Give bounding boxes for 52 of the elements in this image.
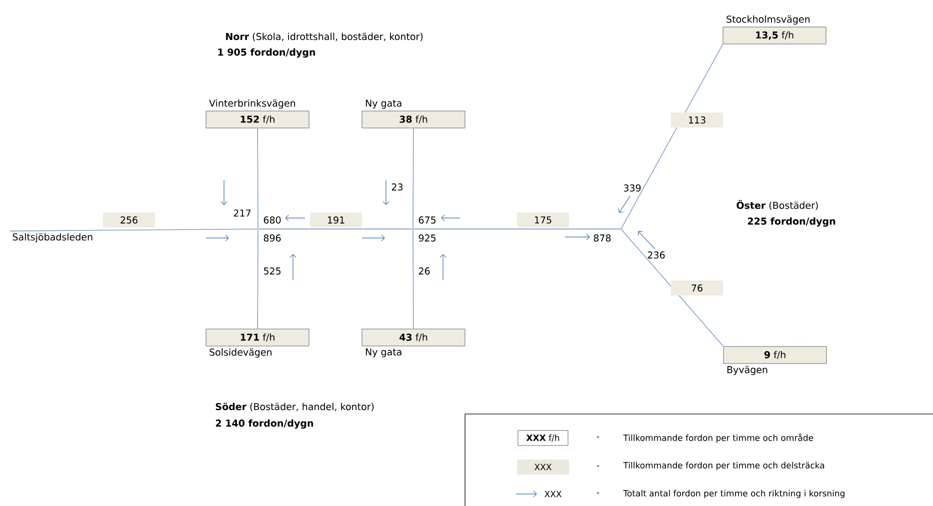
traffic-total: 1 905 fordon/dygn (218, 48, 315, 58)
legend-text: Tillkommande fordon per timme och delsträcka (623, 462, 824, 470)
flow-number: 236 (648, 251, 665, 259)
edge-label: 256 (103, 212, 155, 228)
flow-number: 675 (418, 216, 436, 224)
area-box: 171 f/h (206, 328, 310, 346)
edge-label: 175 (517, 212, 569, 228)
road-line (621, 229, 724, 347)
road-line (257, 128, 258, 228)
road-line (257, 230, 258, 330)
area-heading: Öster (Bostäder) (736, 200, 818, 210)
legend-text: Totalt antal fordon per timme och riktning i korsning (623, 490, 844, 498)
legend-symbol: - (596, 492, 600, 494)
legend-sample: XXX f/h (518, 430, 568, 446)
legend-text: Tillkommande fordon per timme och område (623, 433, 814, 443)
edge-label: 76 (671, 280, 723, 296)
flow-number: 925 (418, 234, 436, 242)
road-name: Ny gata (366, 100, 402, 109)
flow-number: 339 (624, 184, 641, 192)
road-name: Vinterbrinksvägen (209, 99, 296, 109)
area-box: 152 f/h (206, 110, 310, 128)
flow-number: 896 (264, 234, 281, 242)
edge-label: 113 (671, 112, 723, 128)
legend-symbol: - (596, 436, 600, 438)
area-box: 13,5 f/h (722, 26, 826, 44)
flow-number: 878 (594, 234, 611, 242)
area-heading: Söder (Bostäder, handel, kontor) (216, 402, 374, 412)
flow-number: 23 (392, 183, 403, 191)
edge-label: 191 (310, 212, 362, 228)
area-box: 9 f/h (723, 346, 827, 364)
road-name: Stockholmsvägen (726, 15, 810, 25)
flow-number: 26 (418, 267, 430, 275)
legend-symbol: XXX (544, 490, 562, 498)
road-name: Saltsjöbadsleden (12, 233, 92, 242)
road-name: Byvägen (727, 366, 768, 376)
road-line (621, 44, 724, 229)
flow-number: 525 (264, 267, 280, 275)
traffic-total: 2 140 fordon/dygn (216, 419, 313, 429)
road-line (414, 228, 620, 230)
road-line (258, 228, 412, 230)
flow-number: 217 (234, 209, 251, 217)
traffic-total: 225 fordon/dygn (748, 217, 836, 227)
road-line (10, 228, 258, 232)
road-name: Solsidevägen (210, 348, 272, 358)
flow-number: 680 (264, 216, 281, 224)
legend-sample: XXX (517, 460, 569, 474)
road-line (412, 230, 414, 330)
area-heading: Norr (Skola, idrottshall, bostäder, kontor) (226, 32, 423, 42)
area-box: 38 f/h (362, 110, 466, 128)
area-box: 43 f/h (362, 328, 466, 346)
road-line (412, 128, 414, 228)
road-name: Ny gata (366, 348, 402, 358)
